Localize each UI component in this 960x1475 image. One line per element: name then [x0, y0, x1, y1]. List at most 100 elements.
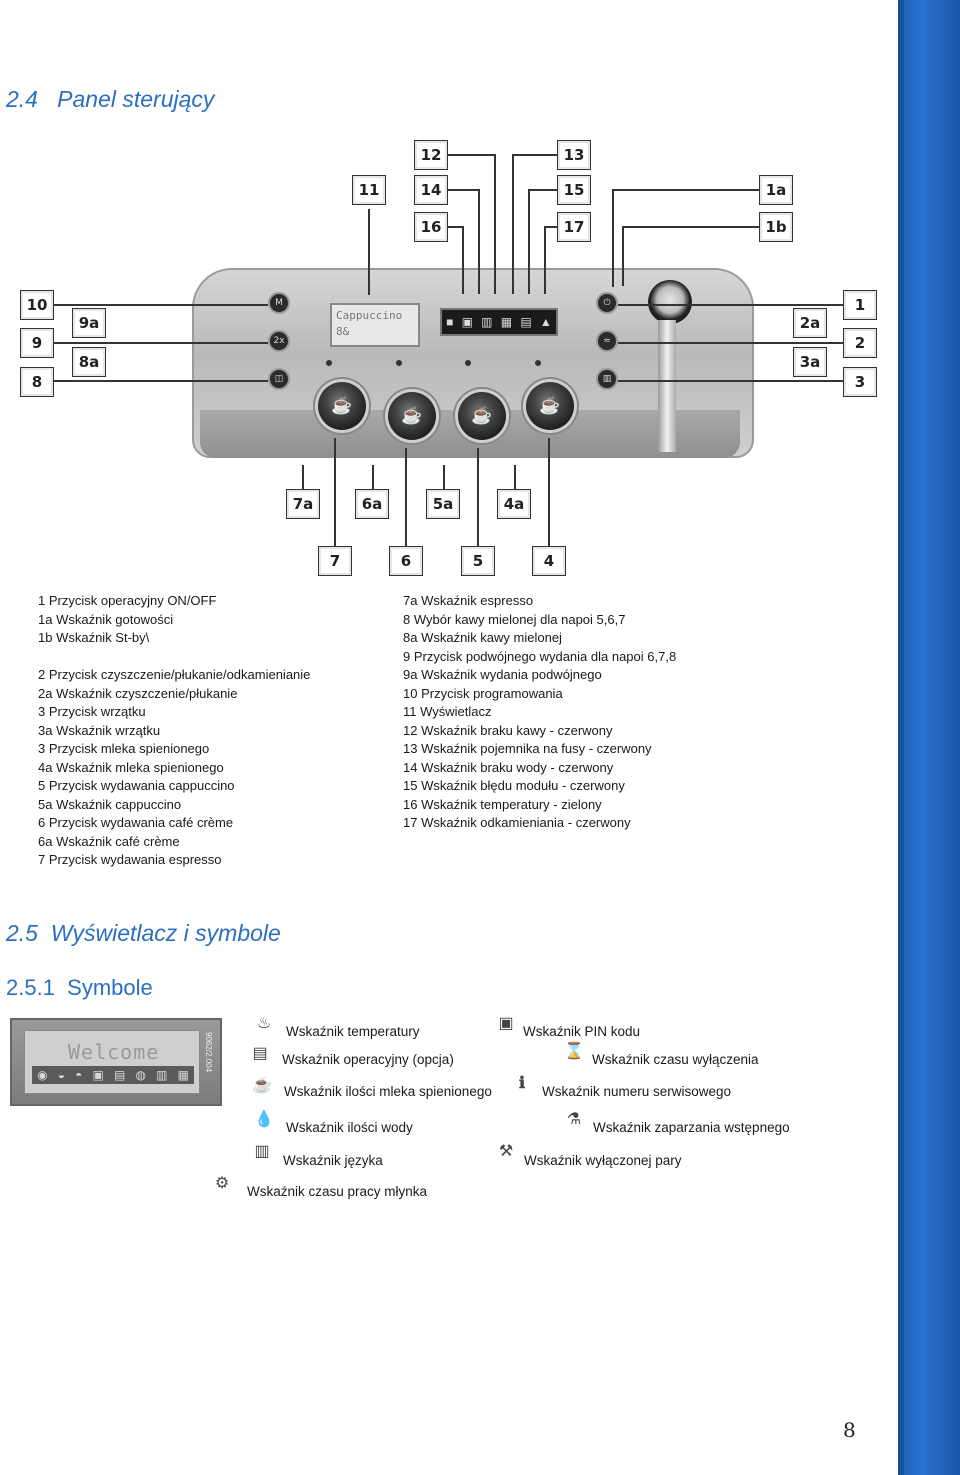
symbol-pin-label: Wskaźnik PIN kodu: [523, 1024, 640, 1039]
callout-13: 13: [557, 140, 591, 170]
water-drop-icon: 💧: [254, 1111, 274, 1128]
callout-14: 14: [414, 175, 448, 205]
symbol-zaparzanie-label: Wskaźnik zaparzania wstępnego: [593, 1120, 790, 1135]
leader-16: [447, 226, 463, 228]
display-line-2: 8&: [336, 325, 350, 338]
section-number: 2.4: [6, 86, 38, 112]
callout-16: 16: [414, 212, 448, 242]
steam-off-icon: ⚒: [498, 1143, 514, 1160]
clock-icon: ◍: [135, 1068, 146, 1082]
legend-item: 9 Przycisk podwójnego wydania dla napoi …: [403, 648, 677, 664]
milk-cup-icon: ☕: [252, 1077, 272, 1094]
callout-1a: 1a: [759, 175, 793, 205]
legend-item: 12 Wskaźnik braku kawy - czerwony: [403, 722, 613, 738]
symbol-woda: 💧: [252, 1108, 284, 1130]
symbol-label: Wskaźnik PIN kodu: [523, 1024, 641, 1039]
cup-icon: ☕: [539, 396, 561, 415]
section-number: 2.5.1: [6, 975, 55, 1000]
leader-7a: [302, 465, 304, 489]
indicator-dot-7a: [326, 360, 332, 366]
legend-right: 7a Wskaźnik espresso 8 Wybór kawy mielon…: [403, 592, 676, 833]
temperature-icon: ◉: [37, 1068, 48, 1082]
symbol-para: ⚒: [494, 1140, 526, 1162]
leader-15-v: [528, 189, 530, 294]
callout-7: 7: [318, 546, 352, 576]
thermometer-icon: ▤: [520, 315, 532, 329]
legend-item: 8a Wskaźnik kawy mielonej: [403, 630, 562, 645]
legend-item: 14 Wskaźnik braku wody - czerwony: [403, 759, 614, 775]
symbol-label: Wskaźnik wyłączonej pary: [524, 1153, 682, 1168]
callout-8a: 8a: [72, 347, 106, 377]
symbol-temperature-label: Wskaźnik temperatury: [286, 1024, 420, 1039]
symbol-label: Wskaźnik numeru serwisowego: [542, 1084, 732, 1099]
key-icon: ▤: [113, 1068, 126, 1082]
symbol-serwis-label: Wskaźnik numeru serwisowego: [542, 1084, 731, 1099]
leader-12-v: [494, 154, 496, 294]
clean-button[interactable]: ≈: [596, 330, 618, 352]
power-button[interactable]: ⏻: [596, 292, 618, 314]
leader-3: [618, 380, 844, 382]
water-icon: ◓: [75, 1068, 83, 1082]
callout-3a: 3a: [793, 347, 827, 377]
double-button[interactable]: 2x: [268, 330, 290, 352]
milk-icon: ◒: [57, 1068, 65, 1082]
symbol-mleko-label: Wskaźnik ilości mleka spienionego: [284, 1084, 492, 1099]
side-bar-edge: [898, 0, 904, 1475]
indicator-strip: ■▣▥▦▤▲: [440, 308, 558, 336]
legend-item: 5 Przycisk wydawania cappuccino: [38, 778, 235, 793]
callout-7a: 7a: [286, 489, 320, 519]
leader-1a-v: [612, 189, 614, 287]
indicator-dot-5a: [465, 360, 471, 366]
callout-9: 9: [20, 328, 54, 358]
indicator-dot-4a: [535, 360, 541, 366]
section-heading-2-4: 2.4 Panel sterujący: [6, 86, 214, 113]
callout-2a: 2a: [793, 308, 827, 338]
symbol-operacyjny-label: Wskaźnik operacyjny (opcja): [282, 1052, 454, 1067]
leader-8: [54, 380, 268, 382]
cappuccino-button[interactable]: ☕: [458, 392, 506, 440]
grounds-icon: ▣: [461, 315, 473, 329]
symbol-mleko: ☕: [250, 1074, 282, 1096]
cafe-creme-button[interactable]: ☕: [388, 392, 436, 440]
symbol-temperature: ♨: [252, 1012, 284, 1034]
symbol-label: Wskaźnik czasu wyłączenia: [592, 1052, 759, 1067]
symbol-czas-wylaczenia-label: Wskaźnik czasu wyłączenia: [592, 1052, 759, 1067]
callout-5: 5: [461, 546, 495, 576]
espresso-button[interactable]: ☕: [318, 382, 366, 430]
display-line-1: Cappuccino: [336, 309, 403, 322]
leader-14: [447, 189, 479, 191]
leader-4: [548, 438, 550, 546]
symbol-mlynek-label: Wskaźnik czasu pracy młynka: [247, 1184, 427, 1199]
operating-icon: ▤: [252, 1045, 268, 1062]
ground-coffee-button[interactable]: ◫: [268, 368, 290, 390]
leader-13: [512, 154, 558, 156]
symbol-label: Wskaźnik ilości wody: [286, 1120, 413, 1135]
display-side-code: 9062/2.004: [204, 1032, 213, 1073]
program-button[interactable]: M: [268, 292, 290, 314]
legend-item: 2a Wskaźnik czyszczenie/płukanie: [38, 685, 238, 701]
milk-foam-button[interactable]: ☕: [526, 382, 574, 430]
callout-10: 10: [20, 290, 54, 320]
callout-4a: 4a: [497, 489, 531, 519]
steam-knob[interactable]: [648, 280, 692, 324]
steam-icon: ▦: [177, 1068, 189, 1082]
cup-icon: ☕: [331, 396, 353, 415]
legend-item: 13 Wskaźnik pojemnika na fusy - czerwony: [403, 741, 652, 756]
callout-5a: 5a: [426, 489, 460, 519]
symbol-para-label: Wskaźnik wyłączonej pary: [524, 1153, 682, 1168]
welcome-display: Welcome ◉◒◓▣▤◍▥▦ 9062/2.004: [10, 1018, 222, 1106]
section-title: Wyświetlacz i symbole: [50, 920, 281, 946]
legend-item: 6 Przycisk wydawania café crѐme: [38, 815, 234, 830]
section-number: 2.5: [6, 920, 38, 946]
leader-14-v: [478, 189, 480, 294]
coffee-bean-icon: ■: [446, 315, 454, 329]
pre-brew-icon: ⚗: [566, 1111, 582, 1128]
symbol-label: Wskaźnik operacyjny (opcja): [282, 1052, 454, 1067]
legend-item: 10 Przycisk programowania: [403, 685, 563, 701]
leader-1b: [622, 226, 760, 228]
symbol-row: ◉◒◓▣▤◍▥▦: [32, 1066, 194, 1084]
pin-icon: ▣: [498, 1015, 514, 1032]
hot-water-button[interactable]: ▥: [596, 368, 618, 390]
callout-9a: 9a: [72, 308, 106, 338]
symbol-label: Wskaźnik ilości mleka spienionego: [284, 1084, 492, 1099]
